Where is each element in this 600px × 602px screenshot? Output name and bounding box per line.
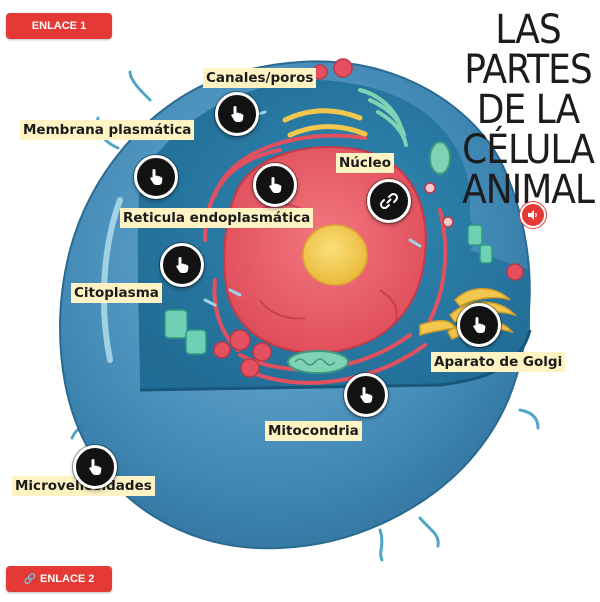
enlace-1-label: ENLACE 1 <box>31 20 87 32</box>
hotspot-canales-poros[interactable] <box>215 92 259 136</box>
speaker-icon <box>528 210 537 220</box>
smooth-er-green <box>358 88 408 147</box>
hotspot-aparato-de-golgi[interactable] <box>457 303 501 347</box>
hand-pointer-icon <box>231 106 244 122</box>
title-line-1: LAS <box>495 7 561 53</box>
hand-pointer-icon <box>269 177 282 193</box>
enlace-2-label: ENLACE 2 <box>40 573 95 585</box>
label-citoplasma: Citoplasma <box>71 283 162 303</box>
label-canales-poros: Canales/poros <box>203 68 317 88</box>
vesicles <box>213 58 524 378</box>
centrioles <box>164 224 493 355</box>
hand-pointer-icon <box>473 317 486 333</box>
label-mitocondria: Mitocondria <box>265 421 362 441</box>
hand-pointer-icon <box>176 257 189 273</box>
title-line-4: CÉLULA <box>462 127 595 173</box>
label-aparato-de-golgi: Aparato de Golgi <box>431 352 566 372</box>
rough-er-top <box>282 108 368 138</box>
nucleolus <box>302 224 368 286</box>
chain-link-icon: 🔗 <box>23 573 37 585</box>
hotspot-microvellosidades[interactable] <box>73 445 117 489</box>
link-icon <box>379 192 399 210</box>
hand-pointer-icon <box>150 169 163 185</box>
label-nucleo: Núcleo <box>336 153 394 173</box>
cutaway-edge <box>139 329 532 392</box>
title-line-2: PARTES <box>464 47 592 93</box>
membrane-highlight <box>100 197 123 363</box>
label-membrana-plasmatica: Membrana plasmática <box>20 120 195 140</box>
hotspot-membrana-plasmatica[interactable] <box>134 155 178 199</box>
hand-pointer-icon <box>89 459 102 475</box>
page-title: LAS PARTES DE LA CÉLULA ANIMAL <box>458 10 598 210</box>
hotspot-reticula-endoplasmatica[interactable] <box>253 163 297 207</box>
hotspot-nucleo[interactable] <box>367 179 411 223</box>
mitochondrion <box>287 350 349 374</box>
hotspot-citoplasma[interactable] <box>160 243 204 287</box>
hand-pointer-icon <box>360 387 373 403</box>
enlace-1-button[interactable]: ENLACE 1 <box>6 13 112 39</box>
hotspot-mitocondria[interactable] <box>344 373 388 417</box>
audio-button[interactable] <box>520 202 546 228</box>
mitochondrion-small <box>429 141 451 175</box>
enlace-2-button[interactable]: 🔗 ENLACE 2 <box>6 566 112 592</box>
label-reticula-endoplasmatica: Reticula endoplasmática <box>120 208 314 228</box>
title-line-3: DE LA <box>476 87 580 133</box>
